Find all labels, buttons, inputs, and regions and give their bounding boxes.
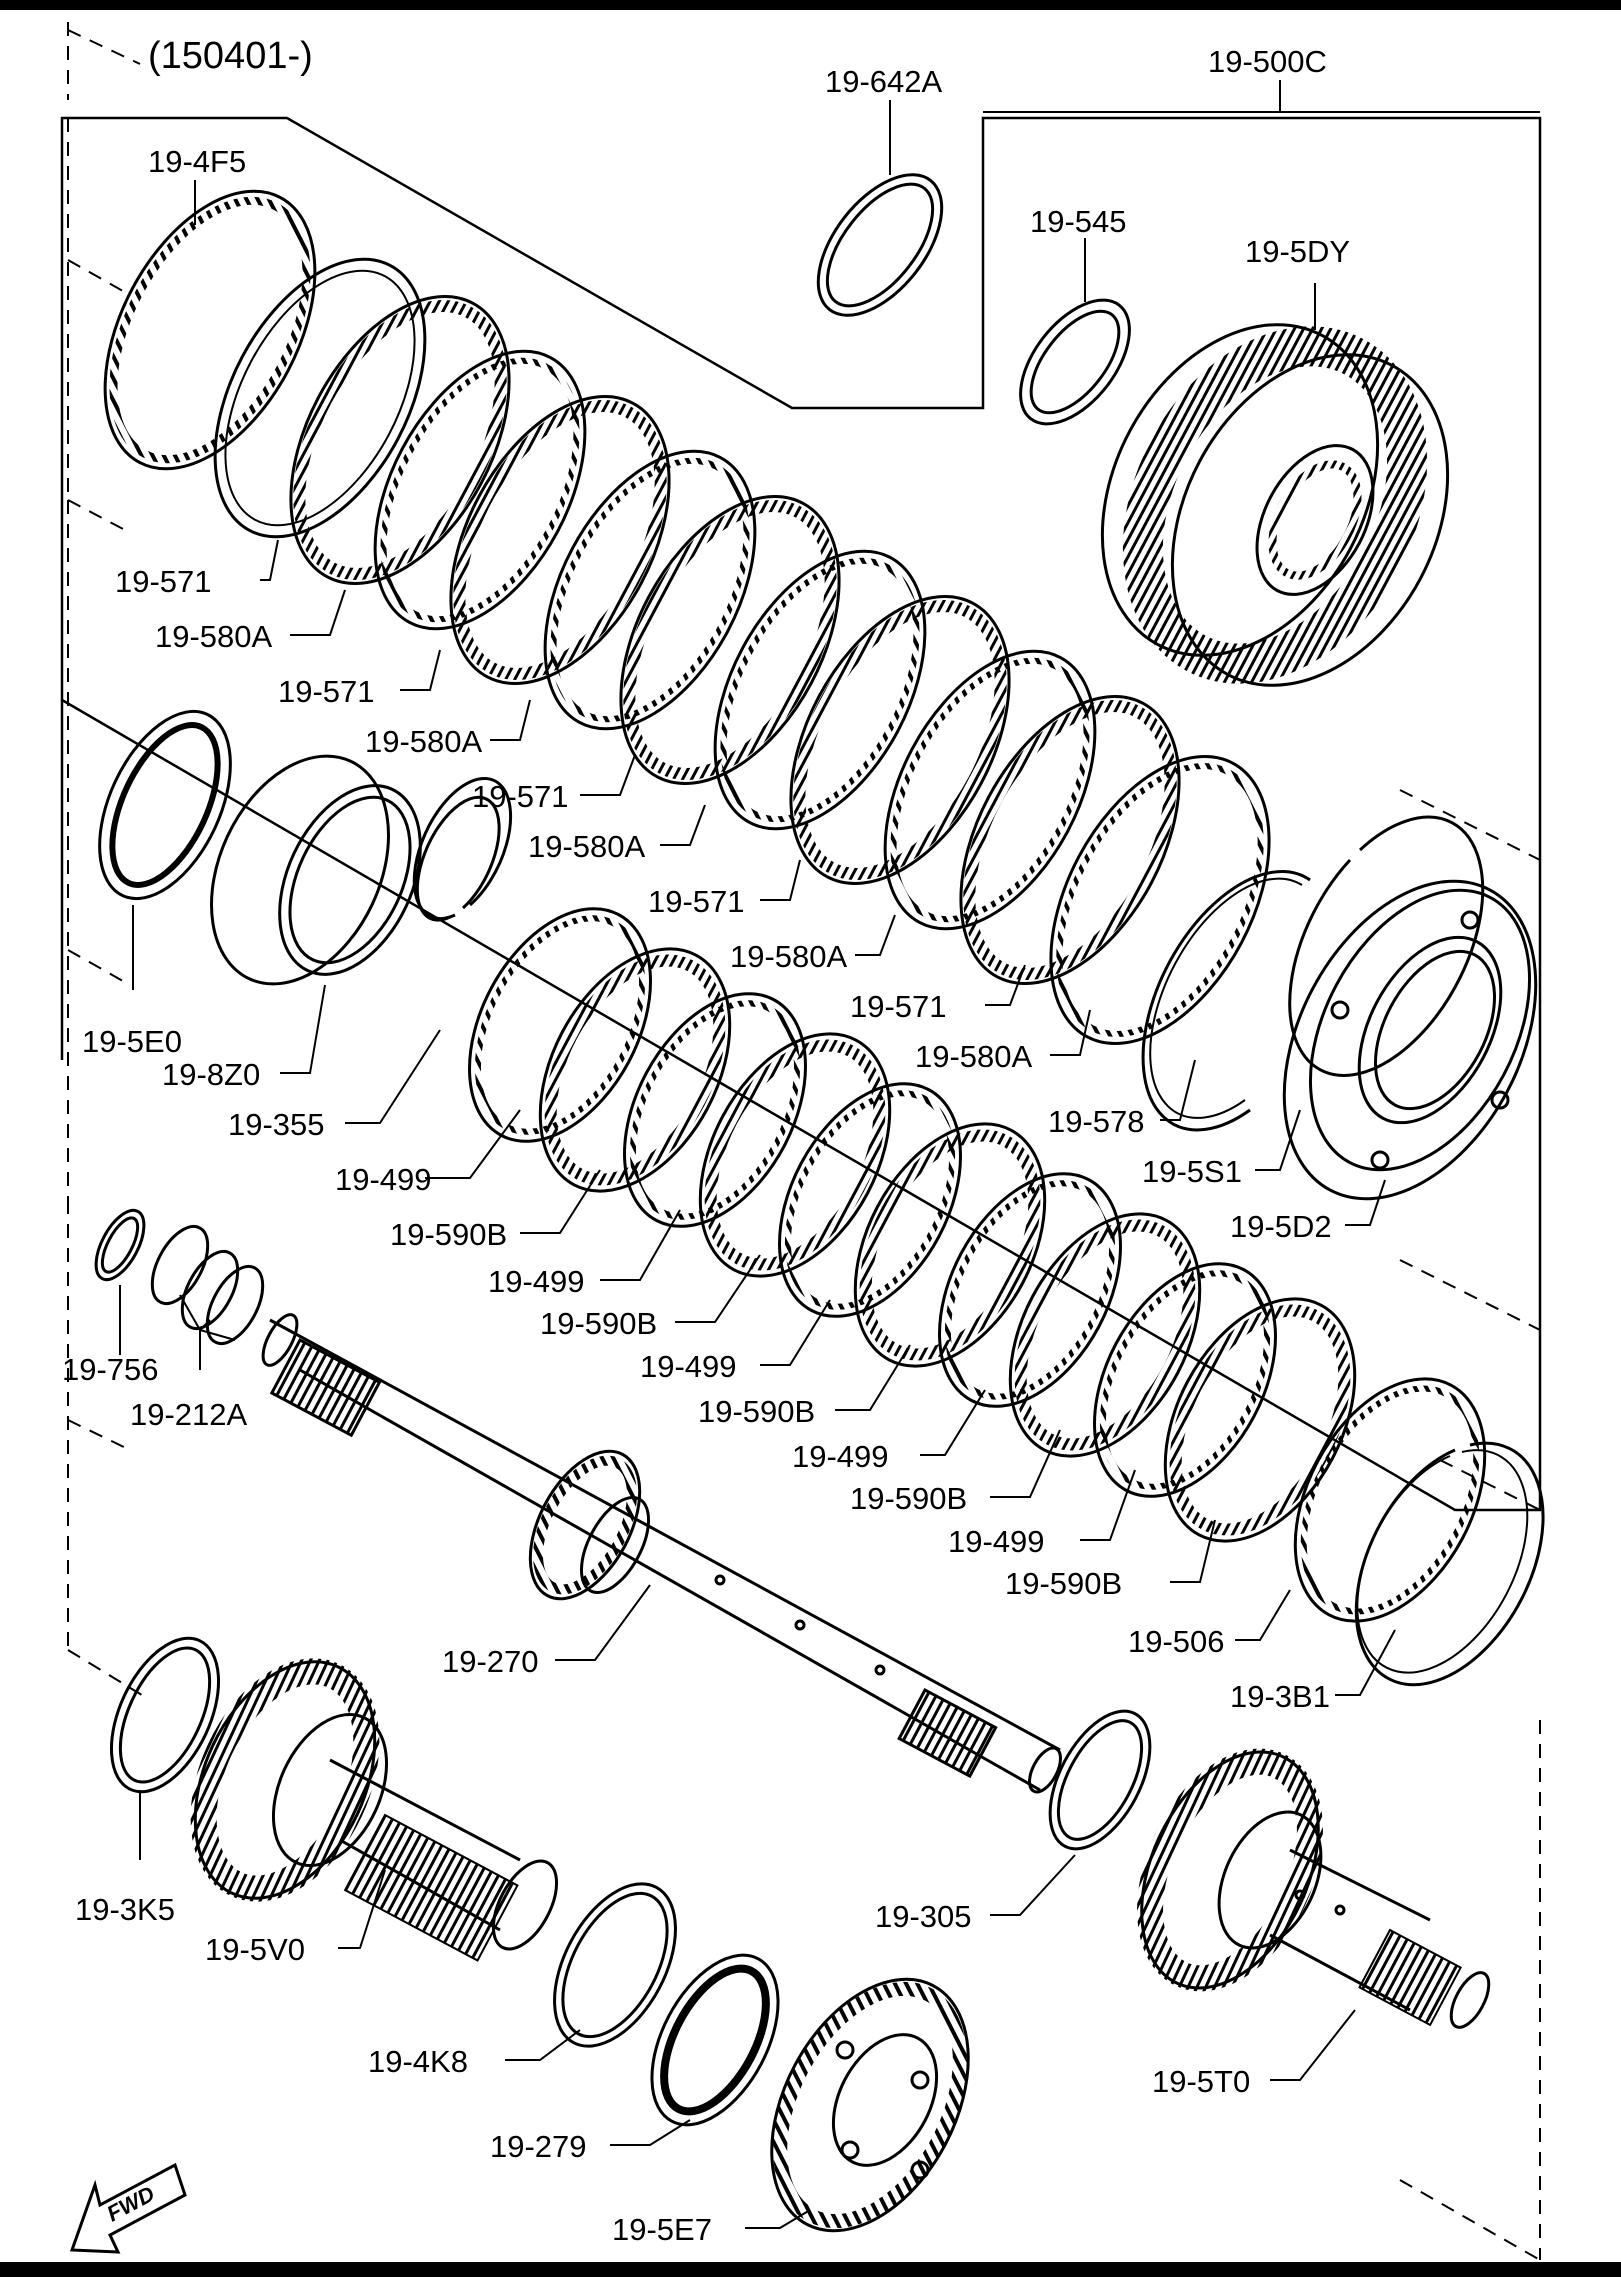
label-3B1: 19-3B1 — [1230, 1679, 1330, 1714]
label-590B-c: 19-590B — [698, 1394, 815, 1429]
bearing-279 — [650, 1953, 780, 2127]
shaft-270 — [261, 1313, 1062, 1794]
ring-4K8 — [553, 1882, 677, 2048]
group-outline — [60, 116, 1542, 1512]
label-580A-c: 19-580A — [528, 829, 646, 864]
label-5DY: 19-5DY — [1245, 234, 1350, 269]
leader-lines — [119, 80, 1540, 2229]
label-590B-b: 19-590B — [540, 1306, 657, 1341]
label-499-a: 19-499 — [335, 1162, 432, 1197]
label-3K5: 19-3K5 — [75, 1892, 175, 1927]
bottom-border-bar — [0, 2262, 1621, 2277]
label-506: 19-506 — [1128, 1624, 1225, 1659]
ring-305 — [1048, 1709, 1152, 1851]
ring-3K5 — [109, 1636, 221, 1794]
label-5E0: 19-5E0 — [82, 1024, 182, 1059]
label-571-e: 19-571 — [850, 989, 947, 1024]
label-571-c: 19-571 — [472, 779, 569, 814]
header-code: (150401-) — [148, 35, 313, 77]
snap-ring-355 — [412, 777, 513, 922]
label-580A-a: 19-580A — [155, 619, 273, 654]
label-590B-a: 19-590B — [390, 1217, 507, 1252]
label-756: 19-756 — [62, 1352, 159, 1387]
label-499-c: 19-499 — [640, 1349, 737, 1384]
label-499-d: 19-499 — [792, 1439, 889, 1474]
ring-545 — [1019, 298, 1131, 426]
label-580A-b: 19-580A — [365, 724, 483, 759]
label-212A: 19-212A — [130, 1397, 248, 1432]
label-5T0: 19-5T0 — [1152, 2064, 1250, 2099]
label-580A-d: 19-580A — [730, 939, 848, 974]
fwd-arrow-icon: FWD — [69, 2162, 187, 2254]
top-border-bar — [0, 0, 1621, 10]
label-5D2: 19-5D2 — [1230, 1209, 1332, 1244]
small-rings-756-212A — [94, 1208, 265, 1345]
label-279: 19-279 — [490, 2129, 587, 2164]
label-8Z0: 19-8Z0 — [162, 1057, 260, 1092]
label-270: 19-270 — [442, 1644, 539, 1679]
piston-8Z0 — [210, 754, 422, 986]
label-580A-e: 19-580A — [915, 1039, 1033, 1074]
label-590B-e: 19-590B — [1005, 1566, 1122, 1601]
gear-shaft-5V0 — [190, 1658, 559, 1962]
gear-5E7 — [770, 1977, 970, 2233]
upper-clutch-pack — [103, 189, 1485, 1132]
ring-642A — [816, 173, 944, 317]
label-578: 19-578 — [1048, 1104, 1145, 1139]
label-5V0: 19-5V0 — [205, 1932, 305, 1967]
label-499-b: 19-499 — [488, 1264, 585, 1299]
label-571-a: 19-571 — [115, 564, 212, 599]
label-499-e: 19-499 — [948, 1524, 1045, 1559]
label-571-b: 19-571 — [278, 674, 375, 709]
clutch-drum-5DY — [1100, 323, 1450, 687]
label-4K8: 19-4K8 — [368, 2044, 468, 2079]
label-571-d: 19-571 — [648, 884, 745, 919]
label-642A: 19-642A — [825, 64, 943, 99]
label-4F5: 19-4F5 — [148, 144, 246, 179]
label-305: 19-305 — [875, 1899, 972, 1934]
label-500C: 19-500C — [1208, 44, 1327, 79]
label-590B-d: 19-590B — [850, 1481, 967, 1516]
label-355: 19-355 — [228, 1107, 325, 1142]
lower-clutch-pack — [468, 907, 1545, 1687]
label-545: 19-545 — [1030, 204, 1127, 239]
label-5S1: 19-5S1 — [1142, 1154, 1242, 1189]
label-5E7: 19-5E7 — [612, 2212, 712, 2247]
spring-plate-5D2 — [1282, 879, 1538, 1201]
seal-5E0 — [98, 709, 232, 901]
dashed-guides — [67, 22, 1541, 2261]
gear-shaft-5T0 — [1137, 1748, 1491, 2029]
